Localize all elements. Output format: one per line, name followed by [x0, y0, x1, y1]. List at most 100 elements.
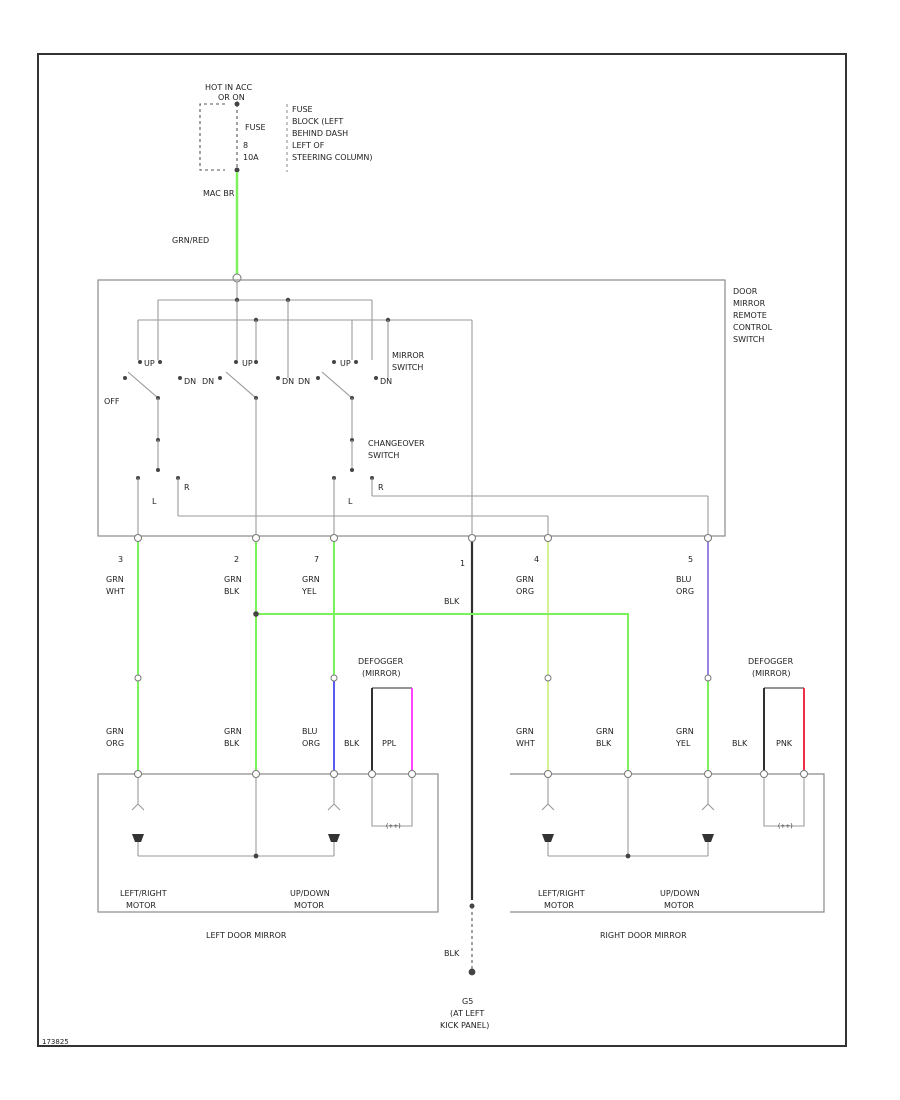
- wire-label-p4-a: GRN: [516, 575, 534, 584]
- feed-code: MAC BR: [203, 189, 235, 198]
- left-mirror-pin-blk: [368, 770, 376, 778]
- right-mirror-pin-pnk: [800, 770, 808, 778]
- left-mirror-motors: [131, 778, 341, 859]
- wire-label-p2-b: BLK: [224, 587, 240, 596]
- door-mirror-remote-control-switch: [97, 279, 726, 537]
- wire-label-left-ud-b: BLK: [224, 739, 240, 748]
- fuse-loc-4: LEFT OF: [292, 141, 325, 150]
- wire-label-right-lr-b: WHT: [516, 739, 535, 748]
- fuse-bottom-dot: [234, 167, 240, 173]
- left-motor-lr-2: MOTOR: [126, 901, 156, 910]
- wire-label-left-ud-a: GRN: [224, 727, 242, 736]
- right-door-mirror-title: RIGHT DOOR MIRROR: [600, 931, 687, 940]
- right-defogger-label-2: (MIRROR): [752, 669, 790, 678]
- changeover-label-2: SWITCH: [368, 451, 399, 460]
- pin-1-label: 1: [460, 559, 465, 568]
- switch-pin-3-connector: [134, 534, 142, 542]
- harness-connector-3: [544, 674, 552, 682]
- wire-label-p7-a: GRN: [302, 575, 320, 584]
- wire-label-right-3-b: YEL: [675, 739, 691, 748]
- ground-loc-1: (AT LEFT: [450, 1009, 484, 1018]
- power-source: HOT IN ACC OR ON FUSE 8 10A FUSE BLOCK (…: [199, 83, 373, 198]
- wire-label-p7-b: YEL: [301, 587, 317, 596]
- fuse-top-dot: [234, 101, 240, 107]
- switch-internal-wiring: [137, 282, 473, 536]
- right-motor-lr-2: MOTOR: [544, 901, 574, 910]
- left-mirror-pin-lr: [134, 770, 142, 778]
- switch-pos-up-1: UP: [144, 359, 155, 368]
- right-mirror-pin-3: [704, 770, 712, 778]
- splice-grn-blk: [253, 611, 259, 617]
- mirror-switch-label-1: MIRROR: [392, 351, 425, 360]
- mirror-switch-label-2: SWITCH: [392, 363, 423, 372]
- wire-label-p5-b: ORG: [676, 587, 694, 596]
- right-mirror-pin-lr: [544, 770, 552, 778]
- svg-text:(++): (++): [386, 823, 401, 830]
- fuse-loc-1: FUSE: [292, 105, 313, 114]
- switch-pin-4-connector: [544, 534, 552, 542]
- off-label: OFF: [104, 397, 120, 406]
- switch-title-3: REMOTE: [733, 311, 767, 320]
- left-motor-ud-1: UP/DOWN: [290, 889, 330, 898]
- switch-pin-7-connector: [330, 534, 338, 542]
- fuse-block-outline: [199, 103, 225, 171]
- changeover-pos-r-1: R: [184, 483, 190, 492]
- fuse-id-label: FUSE: [245, 123, 266, 132]
- wire-label-left-3-a: BLU: [302, 727, 318, 736]
- wire-label-right-ud-a: GRN: [596, 727, 614, 736]
- changeover-pos-l-1: L: [152, 497, 157, 506]
- ground-id: G5: [462, 997, 473, 1006]
- switch-pos-up-2: UP: [242, 359, 253, 368]
- pin-7-label: 7: [314, 555, 319, 564]
- left-mirror-pin-ppl: [408, 770, 416, 778]
- changeover-pos-r-2: R: [378, 483, 384, 492]
- wire-label-blk-main: BLK: [444, 597, 460, 606]
- right-motor-ud-1: UP/DOWN: [660, 889, 700, 898]
- wire-label-p4-b: ORG: [516, 587, 534, 596]
- left-defogger-label-1: DEFOGGER: [358, 657, 404, 666]
- svg-text:(++): (++): [778, 823, 793, 830]
- switch-title-2: MIRROR: [733, 299, 766, 308]
- switch-pos-dn-1: DN: [184, 377, 196, 386]
- harness-connector-2: [330, 674, 338, 682]
- wire-label-left-3-b: ORG: [302, 739, 320, 748]
- wire-label-left-lr-a: GRN: [106, 727, 124, 736]
- right-defogger-label-1: DEFOGGER: [748, 657, 794, 666]
- pin-3-label: 3: [118, 555, 123, 564]
- wire-label-p5-a: BLU: [676, 575, 692, 584]
- wire-grn-blk-crossover: [256, 613, 629, 770]
- left-defogger-label-2: (MIRROR): [362, 669, 400, 678]
- left-mirror-pin-ud: [252, 770, 260, 778]
- wire-label-left-lr-b: ORG: [106, 739, 124, 748]
- fuse-loc-3: BEHIND DASH: [292, 129, 348, 138]
- fuse-number: 8: [243, 141, 248, 150]
- right-mirror-pin-blk: [760, 770, 768, 778]
- right-mirror-pin-ud: [624, 770, 632, 778]
- wire-label-left-ppl: PPL: [382, 739, 397, 748]
- switch-pos-dn-5: DN: [380, 377, 392, 386]
- wire-label-right-lr-a: GRN: [516, 727, 534, 736]
- ground-point: [468, 968, 476, 976]
- wire-label-p3-b: WHT: [106, 587, 125, 596]
- wire-label-right-ud-b: BLK: [596, 739, 612, 748]
- wire-label-p2-a: GRN: [224, 575, 242, 584]
- wire-label-p3-a: GRN: [106, 575, 124, 584]
- wire-label-right-pnk: PNK: [776, 739, 793, 748]
- left-motor-lr-1: LEFT/RIGHT: [120, 889, 167, 898]
- changeover-switch: [136, 398, 709, 536]
- fuse-loc-2: BLOCK (LEFT: [292, 117, 343, 126]
- switch-title-1: DOOR: [733, 287, 758, 296]
- right-door-mirror-box: [510, 773, 825, 913]
- hot-label-2: OR ON: [218, 93, 245, 102]
- switch-pos-dn-2: DN: [202, 377, 214, 386]
- left-door-mirror-title: LEFT DOOR MIRROR: [206, 931, 287, 940]
- harness-connector-4: [704, 674, 712, 682]
- harness-connector-1: [134, 674, 142, 682]
- figure-id: 173825: [42, 1038, 69, 1046]
- left-defogger: DEFOGGER (MIRROR) (++): [358, 657, 413, 830]
- switch-pin-2-connector: [252, 534, 260, 542]
- changeover-label-1: CHANGEOVER: [368, 439, 425, 448]
- right-defogger: DEFOGGER (MIRROR) (++): [748, 657, 805, 830]
- right-motor-lr-1: LEFT/RIGHT: [538, 889, 585, 898]
